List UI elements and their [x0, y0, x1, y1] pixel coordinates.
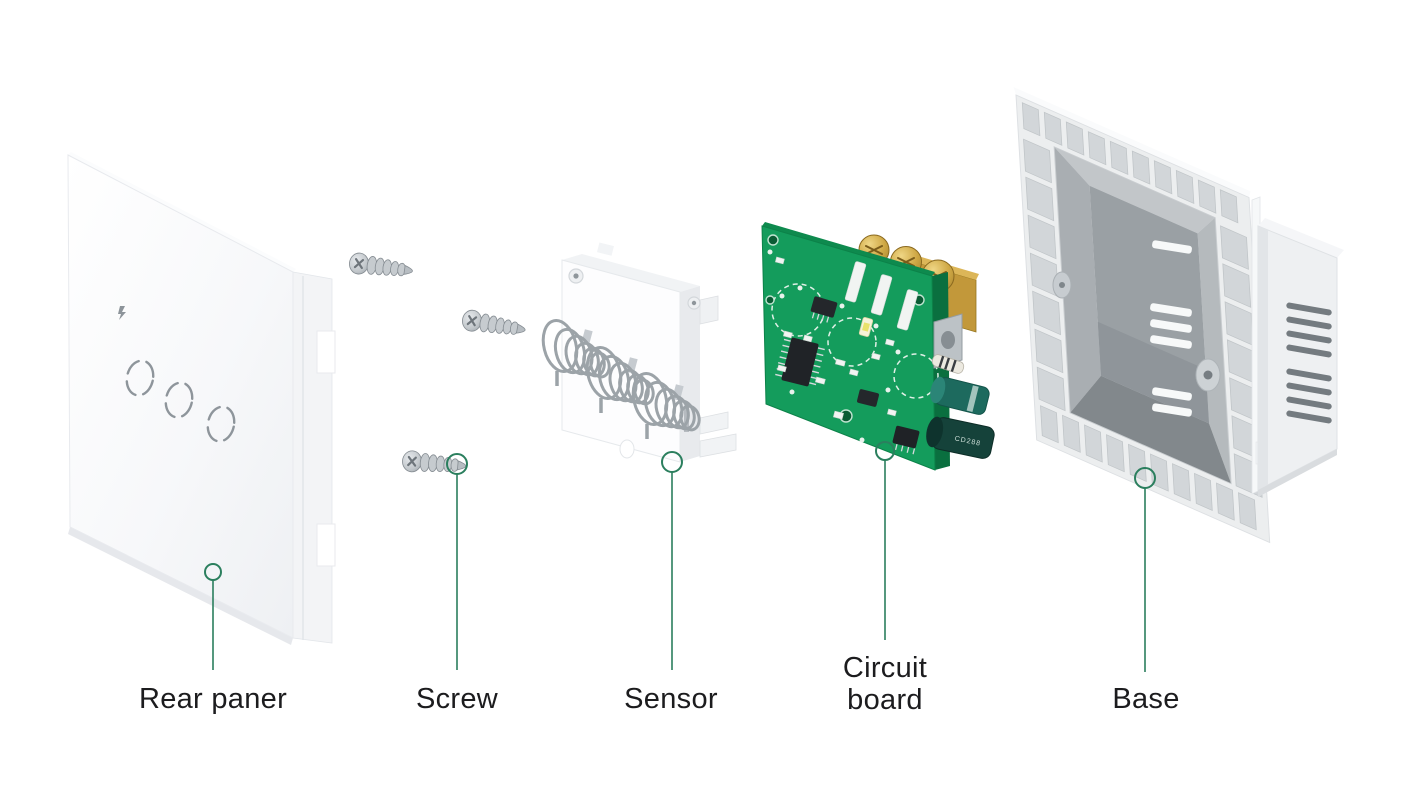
ic-chip-small [892, 425, 920, 455]
screw-graphic-2 [459, 307, 529, 342]
base-side-module [1257, 218, 1344, 497]
sensor-clip [699, 433, 737, 458]
ic-chip-small [857, 389, 879, 407]
rear-panel-graphic [67, 152, 336, 645]
panel-indicator-icon [118, 306, 126, 320]
base-screw-posts [1052, 271, 1221, 392]
sensor-clip [699, 411, 729, 435]
label-rear-panel: Rear paner [138, 683, 288, 715]
label-sensor: Sensor [624, 683, 718, 715]
base-graphic [1013, 87, 1344, 544]
sensor-graphic [536, 242, 737, 463]
label-base: Base [1112, 683, 1180, 715]
leader-lines [204, 441, 1156, 672]
metal-bracket [933, 313, 963, 369]
smd-parts [767, 249, 901, 443]
ic-chip-small [810, 296, 838, 323]
capacitor [930, 376, 990, 415]
label-screw: Screw [415, 683, 499, 715]
circuit-board-graphic: CD288 [761, 222, 995, 471]
panel-notch [316, 523, 336, 567]
resistor [931, 354, 965, 374]
vent-slots [1286, 302, 1332, 424]
base-slots [1150, 240, 1192, 417]
capacitor-dark: CD288 [926, 416, 995, 459]
panel-notch [316, 330, 336, 374]
screw-graphic-1 [346, 250, 415, 283]
ic-chip-large [775, 337, 825, 387]
base-ribs [1021, 102, 1263, 531]
sensor-screw-hole [573, 273, 579, 279]
label-circuit-board: Circuit board [842, 652, 928, 717]
fuse-components [844, 261, 919, 331]
led-component [858, 317, 874, 337]
sensor-screw-hole [691, 300, 697, 306]
